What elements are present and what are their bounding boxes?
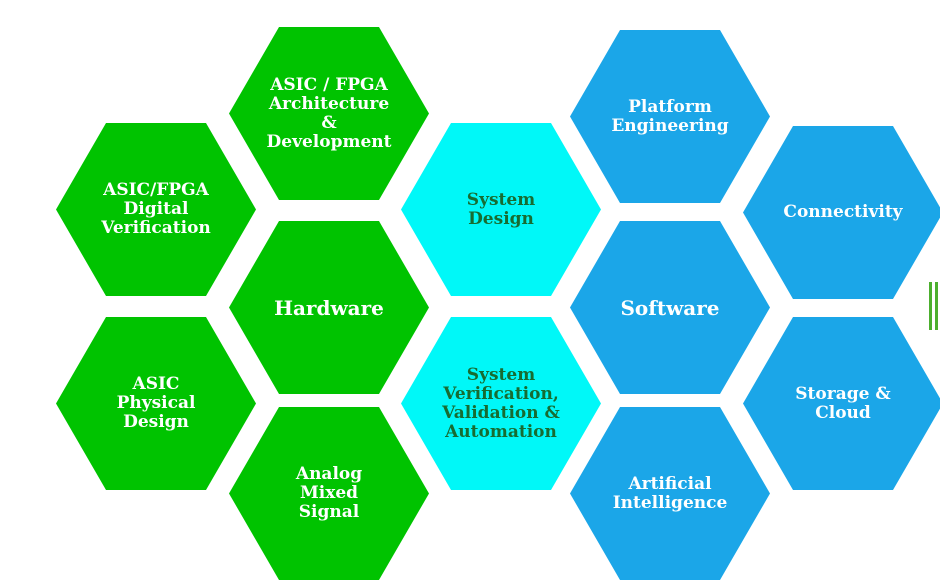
- hex-label: System Verification, Validation & Automa…: [442, 364, 560, 442]
- system-verification-hex: System Verification, Validation & Automa…: [401, 317, 601, 490]
- hex-label: Artificial Intelligence: [612, 473, 728, 513]
- software-hex: Software: [570, 221, 770, 394]
- analog-mixed-signal-hex: Analog Mixed Signal: [229, 407, 429, 580]
- hex-label: Platform Engineering: [611, 96, 729, 136]
- hex-label: ASIC / FPGA Architecture & Development: [266, 74, 392, 152]
- hex-label: ASIC Physical Design: [116, 374, 196, 432]
- system-design-hex: System Design: [401, 123, 601, 296]
- hex-label: Storage & Cloud: [795, 383, 891, 423]
- storage-cloud-hex: Storage & Cloud: [743, 317, 940, 490]
- hex-label: System Design: [466, 189, 536, 229]
- asic-physical-design-hex: ASIC Physical Design: [56, 317, 256, 490]
- hex-label: Analog Mixed Signal: [295, 464, 363, 522]
- accent-bar-right: [935, 282, 938, 330]
- accent-bar-left: [929, 282, 932, 330]
- hex-label: Software: [620, 295, 720, 320]
- hex-label: Hardware: [274, 295, 384, 320]
- hardware-hex: Hardware: [229, 221, 429, 394]
- asic-fpga-architecture-hex: ASIC / FPGA Architecture & Development: [229, 27, 429, 200]
- artificial-intelligence-hex: Artificial Intelligence: [570, 407, 770, 580]
- hex-label: Connectivity: [783, 202, 903, 222]
- hex-label: ASIC/FPGA Digital Verification: [101, 180, 211, 238]
- connectivity-hex: Connectivity: [743, 126, 940, 299]
- asic-fpga-digital-verification-hex: ASIC/FPGA Digital Verification: [56, 123, 256, 296]
- platform-engineering-hex: Platform Engineering: [570, 30, 770, 203]
